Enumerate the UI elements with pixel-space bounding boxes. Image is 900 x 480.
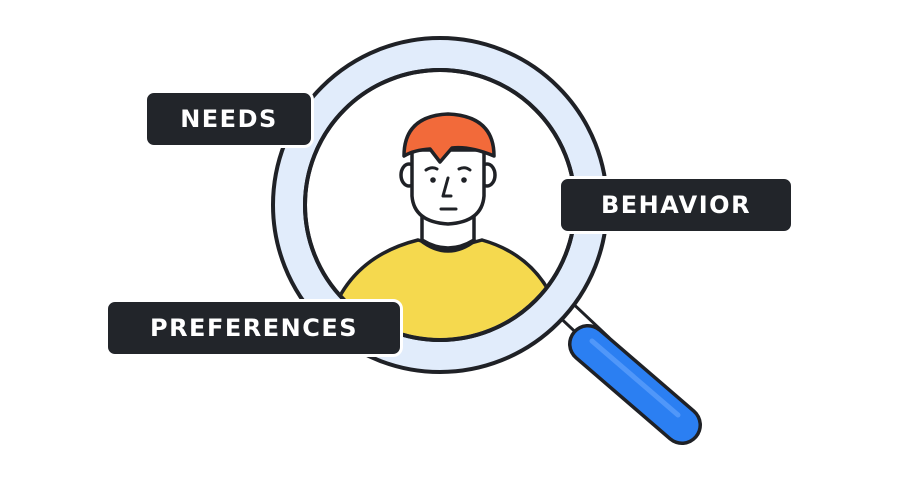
preferences-label: PREFERENCES <box>105 299 403 357</box>
magnifier-handle <box>557 301 702 445</box>
needs-label: NEEDS <box>144 90 314 148</box>
behavior-label: BEHAVIOR <box>558 176 794 234</box>
